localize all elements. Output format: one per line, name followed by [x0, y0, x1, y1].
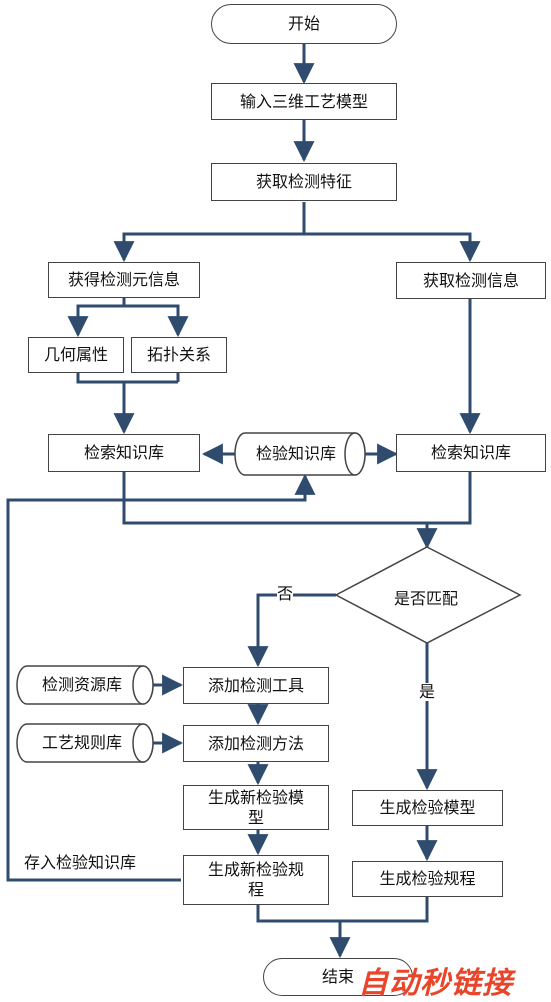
- get-features-node: 获取检测特征: [211, 163, 397, 201]
- add-method-node: 添加检测方法: [183, 725, 329, 762]
- input-model-node: 输入三维工艺模型: [211, 83, 397, 120]
- no-label: 否: [277, 584, 294, 603]
- geometry-node: 几何属性: [28, 337, 124, 373]
- yes-label: 是: [419, 682, 436, 701]
- kb-label: 检验知识库: [255, 444, 336, 463]
- end-node: 结束: [263, 958, 413, 996]
- arrow-meta-geometry: [67, 298, 126, 338]
- process-cylinder-cap: [132, 723, 154, 763]
- start-node: 开始: [211, 4, 397, 44]
- search-right-node: 检索知识库: [396, 434, 546, 472]
- connector-genrule: [340, 897, 429, 923]
- get-meta-node: 获得检测元信息: [48, 262, 200, 298]
- arrow-features-meta: [113, 202, 306, 263]
- add-tool-node: 添加检测工具: [183, 667, 329, 704]
- resource-db-label: 检测资源库: [41, 675, 122, 694]
- connector-searchright: [427, 472, 472, 525]
- get-info-node: 获取检测信息: [396, 262, 546, 299]
- arrow-searchleft-match: [122, 472, 438, 550]
- match-label: 是否匹配: [394, 589, 459, 608]
- arrow-features-info: [304, 232, 481, 263]
- new-rule-node: 生成新检验规程: [183, 855, 329, 905]
- gen-model-node: 生成检验模型: [352, 790, 503, 826]
- match-diamond: [334, 546, 522, 644]
- watermark-logo: 自动秒链接: [358, 966, 513, 1001]
- arrow-newrule-end: [256, 905, 351, 959]
- new-model-node: 生成新检验模型: [183, 785, 329, 830]
- resource-cylinder-cap: [132, 665, 154, 705]
- arrow-store-kb: [6, 473, 316, 882]
- arrow-match-no: [247, 593, 336, 668]
- store-kb-label: 存入检验知识库: [24, 853, 137, 872]
- kb-cylinder-cap: [344, 432, 366, 476]
- gen-rule-node: 生成检验规程: [352, 861, 503, 897]
- arrow-meta-topology: [124, 304, 189, 338]
- process-db-label: 工艺规则库: [41, 733, 122, 752]
- arrow-geometry-search: [76, 373, 135, 435]
- search-left-node: 检索知识库: [48, 434, 200, 472]
- topology-node: 拓扑关系: [131, 337, 227, 373]
